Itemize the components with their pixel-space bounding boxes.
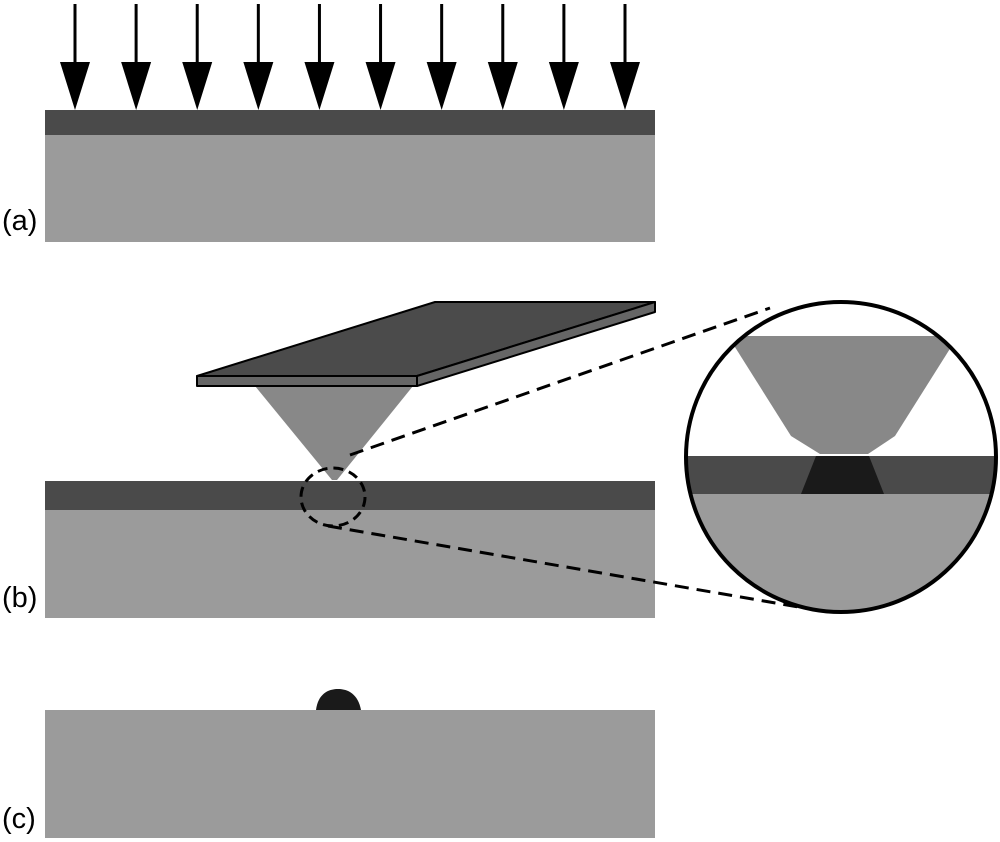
oxide-bump xyxy=(316,689,361,710)
inset-substrate xyxy=(686,494,996,612)
exposure-arrow-head xyxy=(121,62,152,110)
inset-tip xyxy=(728,336,958,454)
zoom-region-ellipse xyxy=(299,466,367,528)
cantilever-side-face xyxy=(416,301,656,387)
exposure-arrow xyxy=(60,4,90,110)
exposure-arrow-head xyxy=(182,62,213,110)
exposure-arrow-head xyxy=(487,62,518,110)
exposure-arrow xyxy=(487,4,518,110)
panel-c-label: (c) xyxy=(2,803,36,835)
panel-c-substrate xyxy=(45,710,655,838)
exposure-arrow xyxy=(182,4,213,110)
exposure-arrow xyxy=(548,4,579,110)
panel-b-substrate xyxy=(45,510,655,618)
exposure-arrow xyxy=(304,4,335,110)
exposure-arrow-head xyxy=(610,62,640,110)
panel-a-substrate xyxy=(45,135,655,242)
panel-c xyxy=(45,689,655,838)
exposure-arrow xyxy=(610,4,640,110)
exposure-arrow xyxy=(426,4,457,110)
cantilever-front-face xyxy=(196,375,418,387)
exposure-arrow xyxy=(243,4,274,110)
panel-b xyxy=(45,300,998,618)
panel-b-label: (b) xyxy=(2,582,38,614)
panel-a xyxy=(45,4,655,242)
inset-modified-region xyxy=(801,456,884,494)
zoom-connector-lower xyxy=(327,524,823,613)
magnified-inset xyxy=(686,302,996,612)
zoom-connector-upper xyxy=(349,306,771,457)
exposure-arrow xyxy=(365,4,396,110)
cantilever-top-face xyxy=(196,301,656,377)
exposure-arrow-head xyxy=(304,62,335,110)
exposure-arrows xyxy=(60,4,640,110)
exposure-arrow xyxy=(121,4,152,110)
panel-b-resist-layer xyxy=(45,481,655,510)
exposure-arrow-head xyxy=(548,62,579,110)
panel-a-resist-layer xyxy=(45,110,655,135)
exposure-arrow-head xyxy=(243,62,274,110)
magnified-inset-outline xyxy=(684,300,998,614)
exposure-arrow-head xyxy=(426,62,457,110)
panel-a-label: (a) xyxy=(2,205,38,237)
afm-tip xyxy=(255,386,413,480)
exposure-arrow-head xyxy=(365,62,396,110)
exposure-arrow-head xyxy=(60,62,90,110)
